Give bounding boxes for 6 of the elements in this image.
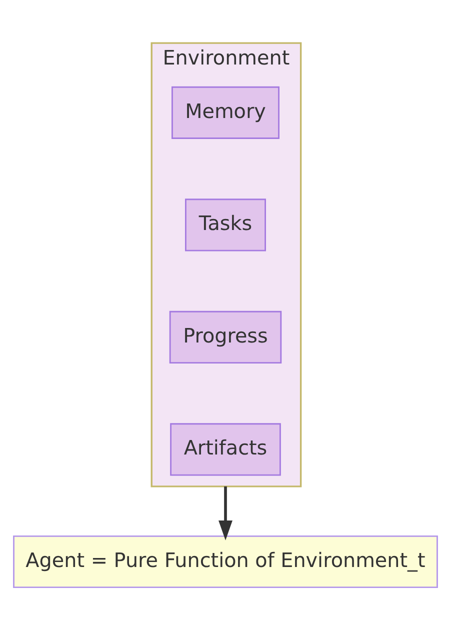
node-box: Progress: [169, 310, 282, 364]
arrow: [218, 486, 232, 540]
node-box: Tasks: [185, 198, 266, 252]
node-box: Agent = Pure Function of Environment_t: [13, 535, 438, 588]
node-box: Artifacts: [170, 423, 281, 476]
node-box: Memory: [172, 86, 280, 139]
